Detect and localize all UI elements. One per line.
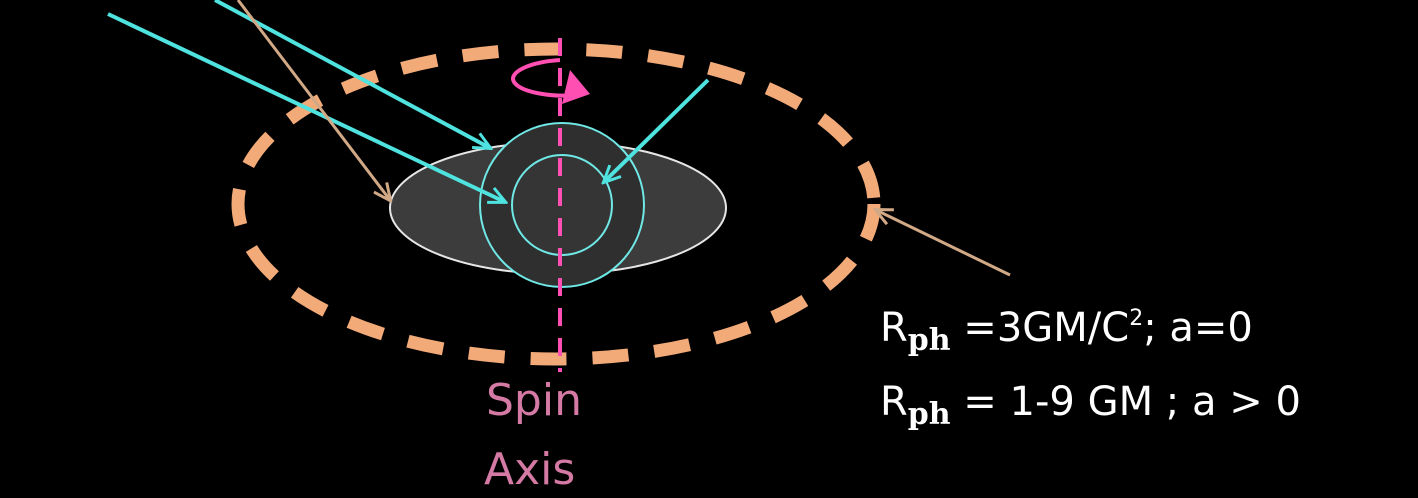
tan-ray-2 [876, 210, 1010, 275]
formula-1-base: R [880, 305, 908, 351]
tan-ray-1 [238, 0, 390, 200]
formula-1-superscript: 2 [1129, 306, 1143, 331]
formula-1-subscript: ph [908, 323, 951, 358]
formula-1-main: =3GM/C [951, 305, 1130, 351]
formula-2-base: R [880, 379, 908, 425]
cyan-ray-2 [108, 14, 505, 202]
spin-label: Spin [486, 379, 582, 423]
axis-label: Axis [484, 448, 575, 492]
formula-1-condition: ; a=0 [1143, 305, 1253, 351]
spin-rotation-arrow-icon [513, 60, 590, 104]
photon-radius-formula-nonspinning: Rph =3GM/C2; a=0 [880, 308, 1253, 356]
formula-2-main: = 1-9 GM ; a > 0 [951, 379, 1301, 425]
photon-radius-formula-spinning: Rph = 1-9 GM ; a > 0 [880, 382, 1301, 430]
formula-2-subscript: ph [908, 397, 951, 432]
